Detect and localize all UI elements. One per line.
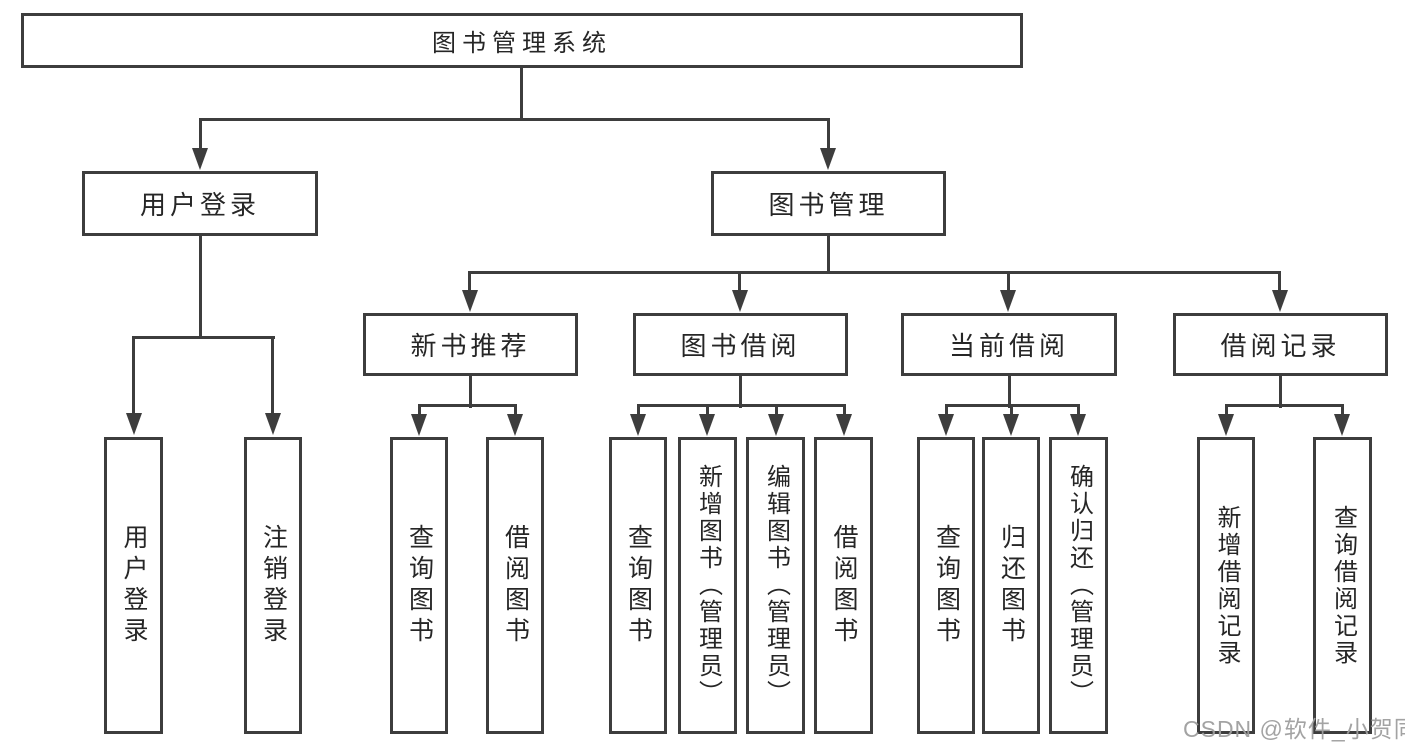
connector-stem <box>1008 376 1011 408</box>
connector-bar <box>637 404 846 407</box>
leaf-label: 查询借阅记录 <box>1329 504 1357 667</box>
connector-user-login-stem <box>199 236 202 339</box>
leaf-label: 确认归还（管理员） <box>1065 464 1093 707</box>
connector-drop <box>1077 404 1080 420</box>
node-book-management: 图书管理 <box>711 171 946 236</box>
arrowhead-down-icon <box>462 290 478 312</box>
connector-drop <box>706 404 709 420</box>
leaf-edit-books-admin: 编辑图书（管理员） <box>746 437 805 734</box>
leaf-label: 借阅图书 <box>830 523 858 648</box>
leaf-label: 查询图书 <box>405 523 434 648</box>
leaf-label: 注销登录 <box>259 523 288 648</box>
arrowhead-down-icon <box>820 148 836 170</box>
node-label: 借阅记录 <box>1220 331 1341 361</box>
leaf-return-books: 归还图书 <box>982 437 1040 734</box>
arrowhead-down-icon <box>1000 290 1016 312</box>
leaf-label: 查询图书 <box>932 523 961 648</box>
connector-drop <box>418 404 421 420</box>
connector-drop <box>1010 404 1013 420</box>
leaf-user-login: 用户登录 <box>104 437 163 734</box>
connector-drop <box>637 404 640 420</box>
node-label: 当前借阅 <box>948 331 1069 361</box>
connector-stem <box>469 376 472 408</box>
leaf-logout: 注销登录 <box>244 437 302 734</box>
arrowhead-down-icon <box>411 414 427 436</box>
connector-bar <box>418 404 517 407</box>
connector-root-bar <box>199 118 830 121</box>
arrowhead-down-icon <box>938 414 954 436</box>
arrowhead-down-icon <box>1272 290 1288 312</box>
arrowhead-down-icon <box>1070 414 1086 436</box>
leaf-label: 新增图书（管理员） <box>694 464 722 707</box>
leaf-borrow-books: 借阅图书 <box>486 437 544 734</box>
leaf-query-borrow-record: 查询借阅记录 <box>1313 437 1372 734</box>
arrowhead-down-icon <box>507 414 523 436</box>
leaf-add-books-admin: 新增图书（管理员） <box>678 437 737 734</box>
leaf-label: 新增借阅记录 <box>1213 504 1240 667</box>
connector-book-management-stem <box>827 236 830 274</box>
arrowhead-down-icon <box>699 414 715 436</box>
connector-root-drop-left <box>199 118 202 152</box>
arrowhead-down-icon <box>630 414 646 436</box>
connector-drop <box>843 404 846 420</box>
connector-root-stem <box>520 68 523 121</box>
node-label: 用户登录 <box>139 190 260 220</box>
connector-user-login-bar <box>132 336 275 339</box>
connector-drop <box>945 404 948 420</box>
csdn-watermark: CSDN @软件_小贺同学 <box>1183 716 1405 742</box>
arrowhead-down-icon <box>265 413 281 435</box>
node-new-book-recommend: 新书推荐 <box>363 313 578 376</box>
connector-drop <box>132 336 135 418</box>
leaf-confirm-return-admin: 确认归还（管理员） <box>1049 437 1108 734</box>
arrowhead-down-icon <box>1334 414 1350 436</box>
node-book-borrowing: 图书借阅 <box>633 313 848 376</box>
connector-drop <box>1278 271 1281 293</box>
node-borrowing-records: 借阅记录 <box>1173 313 1388 376</box>
connector-drop <box>1225 404 1228 420</box>
connector-root-drop-right <box>827 118 830 152</box>
connector-stem <box>1279 376 1282 408</box>
node-label: 图书管理 <box>768 190 889 220</box>
node-label: 新书推荐 <box>410 331 531 361</box>
leaf-borrow-books: 借阅图书 <box>814 437 873 734</box>
node-label: 图书借阅 <box>680 331 801 361</box>
connector-drop <box>1341 404 1344 420</box>
leaf-label: 借阅图书 <box>501 523 530 648</box>
arrowhead-down-icon <box>1003 414 1019 436</box>
leaf-label: 编辑图书（管理员） <box>762 464 790 707</box>
arrowhead-down-icon <box>192 148 208 170</box>
connector-drop <box>514 404 517 420</box>
leaf-add-borrow-record: 新增借阅记录 <box>1197 437 1255 734</box>
connector-drop <box>738 271 741 293</box>
connector-drop <box>775 404 778 420</box>
connector-bar <box>1225 404 1344 407</box>
arrowhead-down-icon <box>768 414 784 436</box>
connector-drop <box>1007 271 1010 293</box>
arrowhead-down-icon <box>126 413 142 435</box>
leaf-query-books: 查询图书 <box>609 437 667 734</box>
node-library-management-system: 图书管理系统 <box>21 13 1023 68</box>
connector-drop <box>271 336 274 418</box>
arrowhead-down-icon <box>732 290 748 312</box>
leaf-query-books: 查询图书 <box>917 437 975 734</box>
connector-stem <box>739 376 742 408</box>
arrowhead-down-icon <box>1218 414 1234 436</box>
leaf-label: 归还图书 <box>997 523 1026 648</box>
node-current-borrowing: 当前借阅 <box>901 313 1117 376</box>
leaf-label: 查询图书 <box>624 523 653 648</box>
node-user-login: 用户登录 <box>82 171 318 236</box>
leaf-label: 用户登录 <box>120 523 148 648</box>
node-label: 图书管理系统 <box>432 30 612 57</box>
connector-drop <box>468 271 471 293</box>
connector-level3-bar <box>468 271 1281 274</box>
arrowhead-down-icon <box>836 414 852 436</box>
leaf-query-books: 查询图书 <box>390 437 448 734</box>
